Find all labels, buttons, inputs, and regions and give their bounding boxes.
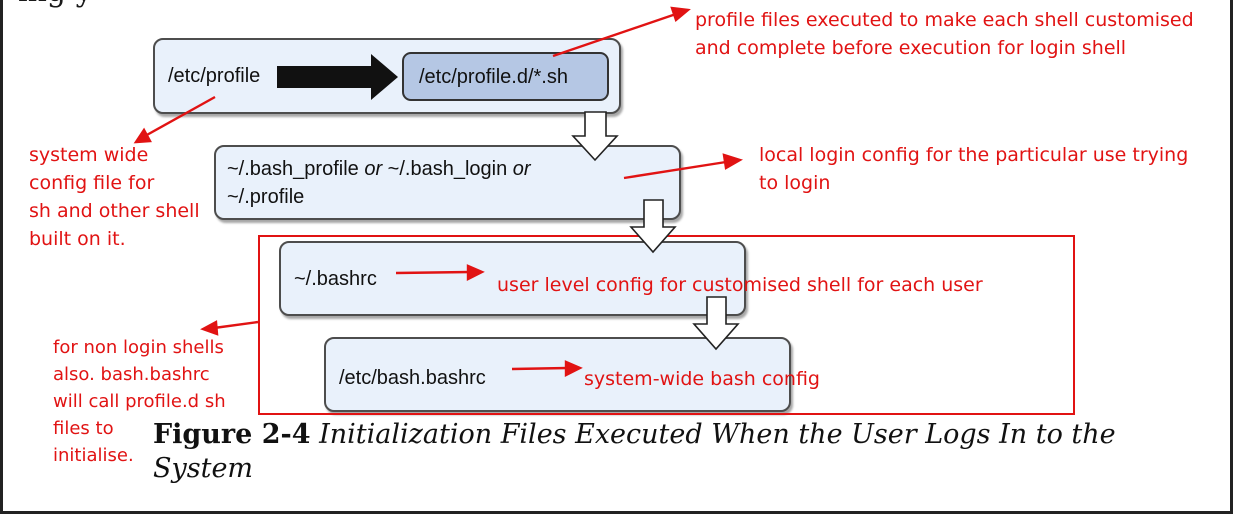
note-local-login: local login config for the particular us…: [759, 144, 1189, 194]
etc-profile-label: /etc/profile: [168, 65, 261, 87]
bash-profile-line2: ~/.profile: [227, 186, 305, 208]
profile-d-label: /etc/profile.d/*.sh: [419, 66, 568, 88]
red-arrow-system-wide: [144, 95, 216, 138]
red-arrow-etc-bashrc: [511, 366, 569, 371]
flow-arrow-down-2: [629, 199, 677, 254]
figure-label: Figure 2-4: [153, 419, 311, 450]
flow-arrow-down-3: [692, 296, 740, 351]
red-arrow-non-login: [213, 320, 259, 330]
bashrc-box: ~/.bashrc: [279, 241, 746, 316]
note-non-login: for non login shells also. bash.bashrc w…: [53, 337, 226, 466]
note-user-level: user level config for customised shell f…: [497, 274, 983, 296]
etc-bashrc-label: /etc/bash.bashrc: [339, 367, 486, 389]
red-arrow-bashrc: [395, 270, 471, 275]
red-arrow-profile-files: [552, 12, 677, 58]
note-system-bash: system-wide bash config: [584, 368, 820, 390]
flow-arrow-down-1: [571, 111, 619, 162]
bash-profile-line1: ~/.bash_profile or ~/.bash_login or: [227, 158, 531, 180]
heading-fragment: ing y: [18, 0, 93, 9]
note-system-wide: system wide config file for sh and other…: [29, 144, 200, 250]
red-arrow-local-login: [623, 160, 727, 180]
profile-d-box: /etc/profile.d/*.sh: [402, 52, 609, 101]
bash-profile-box: ~/.bash_profile or ~/.bash_login or ~/.p…: [214, 145, 681, 220]
figure-title-line2: System: [153, 453, 254, 484]
note-profile-files: profile files executed to make each shel…: [695, 9, 1194, 59]
bashrc-label: ~/.bashrc: [294, 268, 377, 290]
flow-arrow-profile: [277, 54, 398, 100]
figure-title-line1: Initialization Files Executed When the U…: [310, 419, 1116, 450]
figure-caption: Figure 2-4 Initialization Files Executed…: [153, 418, 1116, 486]
etc-bashrc-box: /etc/bash.bashrc: [324, 337, 791, 412]
